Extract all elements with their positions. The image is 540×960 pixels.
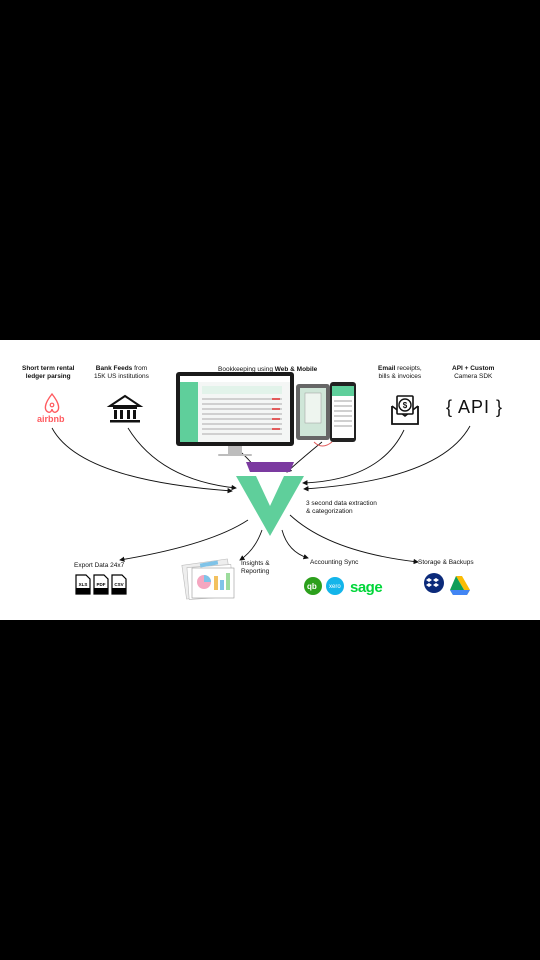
insights-label: Insights &Reporting [241,560,270,575]
arrow-export [119,519,249,562]
xero-wordmark: xero [329,584,341,590]
monitor-icon [176,372,294,456]
quickbooks-icon [304,577,322,595]
pdf-file-icon [93,574,109,595]
google-drive-icon [450,576,470,595]
xls-file-icon [75,574,91,595]
svg-text:$: $ [403,401,408,410]
diagram-graphics: $ [44,372,471,600]
arrow-bank [127,427,237,491]
arrow-email [302,429,405,486]
arrow-api [303,425,471,492]
accounting-sync-label: Accounting Sync [310,559,359,566]
dropbox-icon [424,573,444,593]
file-icons [75,574,127,595]
export-label: Export Data 24x7 [74,562,125,569]
brand-logo-icon [236,462,304,536]
extraction-label: 3 second data extraction& categorization [306,500,377,515]
phone-icon [296,382,356,447]
quickbooks-wordmark: qb [307,582,317,591]
arrow-insights [239,529,263,561]
file-labels: XLS PDF CSV [79,582,124,587]
api-braces-logo: { API } [446,397,504,417]
csv-file-icon [111,574,127,595]
arrow-airbnb [51,427,233,494]
xls-label: XLS [79,582,88,587]
sage-wordmark: sage [350,579,383,596]
arrow-storage [289,514,419,565]
storage-label: Storage & Backups [418,559,474,566]
airbnb-wordmark: airbnb [37,414,65,424]
bank-icon [106,394,144,423]
email-label: Email receipts,bills & invoices [378,365,422,380]
pdf-label: PDF [97,582,106,587]
xero-icon [326,577,344,595]
email-dollar-icon: $ [391,395,419,425]
csv-label: CSV [114,582,123,587]
bookkeeping-label: Bookkeeping using Web & Mobile [218,366,318,373]
diagram-panel: $ [0,340,540,620]
report-icon [181,558,235,600]
arrow-accounting [281,529,309,560]
airbnb-icon [44,392,60,413]
